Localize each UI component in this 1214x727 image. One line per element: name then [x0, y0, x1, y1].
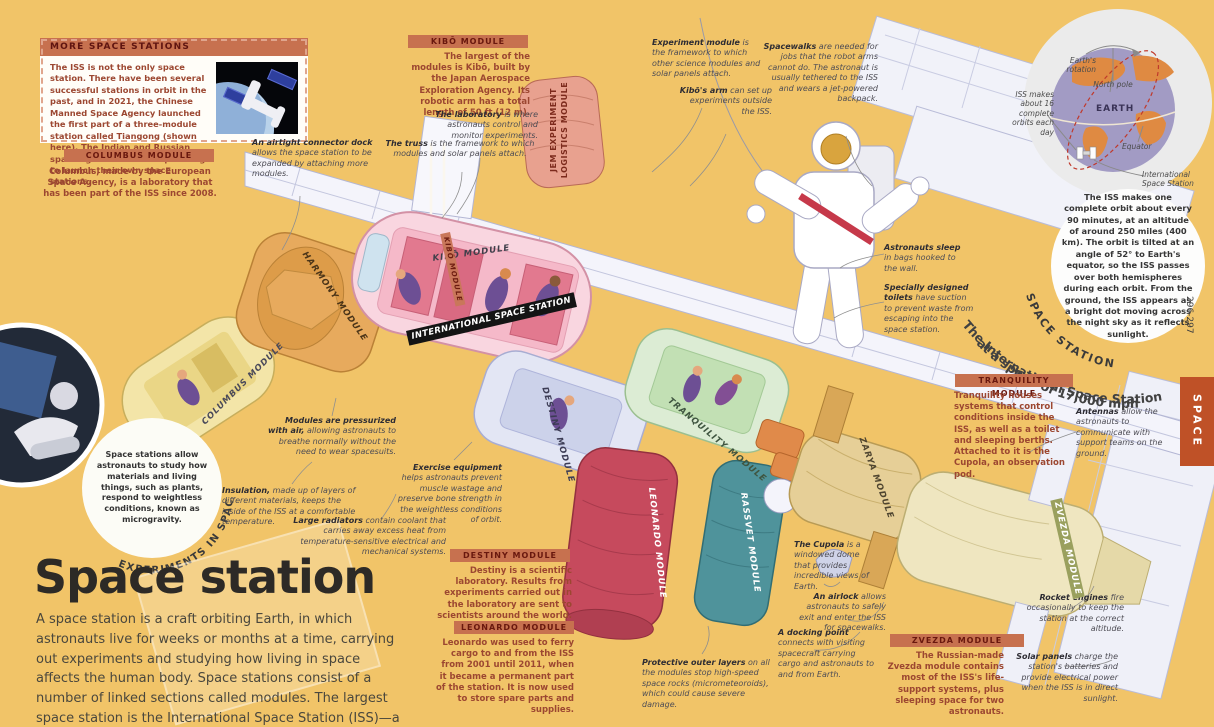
experiments-circle: Space stations allow astronauts to study… — [82, 418, 222, 558]
cupola-dome — [815, 549, 853, 578]
callout-insulation: Insulation, made up of layers of differe… — [222, 486, 356, 527]
destiny-module — [473, 350, 648, 479]
destiny-box-title: DESTINY MODULE — [450, 549, 570, 562]
callout-experiment-module: Experiment module is the framework to wh… — [652, 38, 761, 79]
north-pole-label: North pole — [1093, 80, 1133, 89]
kibo-box-title: KIBŌ MODULE — [408, 35, 528, 48]
callout-solar-panels: Solar panels charge the station's batter… — [1016, 652, 1118, 703]
callout-exercise: Exercise equipment helps astronauts prev… — [397, 463, 502, 524]
section-tab-space: SPACE — [1180, 377, 1214, 466]
tiangong-photo — [216, 62, 298, 134]
iss-diagram-label: International Space Station — [1142, 170, 1194, 189]
tranquility-box-body: Tranquility houses systems that control … — [954, 391, 1065, 480]
callout-rocket-engines: Rocket engines fire occasionally to keep… — [1026, 593, 1124, 634]
callout-docking-point: A docking point connects with visiting s… — [778, 628, 875, 679]
rassvet-module — [693, 459, 787, 627]
callout-airlock: An airlock allows astronauts to safely e… — [799, 592, 886, 633]
kibo-module-cutaway — [351, 211, 592, 364]
iss-orbits-note: ISS makes about 16 complete orbits each … — [1012, 90, 1054, 137]
kibo-box-body: The largest of the modules is Kibō, buil… — [411, 52, 530, 119]
zvezda-box-body: The Russian-made Zvezda module contains … — [887, 651, 1004, 718]
leader-lines — [281, 107, 1113, 667]
equator-label: Equator — [1122, 142, 1152, 151]
columbus-box-title: COLUMBUS MODULE — [64, 149, 214, 162]
callout-kibo-arm: Kibō's arm can set up experiments outsid… — [679, 86, 772, 116]
callout-pressurized: Modules are pressurized with air, allowi… — [268, 416, 396, 457]
tranquility-box-title: TRANQUILITY MODULE — [955, 374, 1073, 398]
jem-logistics-module — [519, 75, 605, 189]
page-intro: A space station is a craft orbiting Eart… — [36, 612, 400, 726]
callout-laboratory: The laboratory is where astronauts contr… — [435, 110, 538, 140]
earth-orbit-diagram — [1024, 9, 1212, 197]
callout-toilets: Specially designed toilets have suction … — [884, 283, 974, 334]
zvezda-box-title: ZVEZDA MODULE — [890, 634, 1024, 647]
astronaut-spacewalk — [699, 17, 930, 349]
earth-rotation-label: Earth's rotation — [1066, 56, 1096, 75]
ribbon-jem-logistics: JEM EXPERIMENT LOGISTICS MODULE — [549, 81, 569, 179]
callout-truss: The truss is the framework to which modu… — [385, 139, 535, 159]
earth-label: EARTH — [1096, 104, 1135, 114]
callout-protective-layers: Protective outer layers on all the modul… — [642, 658, 770, 709]
leonardo-box-title: LEONARDO MODULE — [454, 621, 574, 634]
callout-antennas: Antennas allow the astronauts to communi… — [1076, 407, 1163, 458]
destiny-box-body: Destiny is a scientific laboratory. Resu… — [437, 566, 572, 621]
orbit-circle: The ISS makes one complete orbit about e… — [1051, 189, 1205, 343]
callout-spacewalks: Spacewalks are needed for jobs that the … — [763, 42, 878, 103]
tranquility-module — [624, 328, 790, 454]
page-title: Space station — [34, 550, 376, 604]
callout-connector-dock: An airtight connector dock allows the sp… — [252, 138, 373, 179]
more-space-stations-title: MORE SPACE STATIONS — [40, 38, 308, 56]
callout-radiators: Large radiators contain coolant that car… — [293, 516, 446, 557]
columbus-box-body: Columbus, made by the European Space Age… — [43, 167, 217, 200]
columbus-module — [121, 316, 276, 450]
harmony-module — [235, 232, 391, 373]
leonardo-module — [562, 447, 679, 640]
page-number: 296-297 — [1184, 296, 1194, 334]
leonardo-box-body: Leonardo was used to ferry cargo to and … — [435, 638, 574, 716]
callout-cupola: The Cupola is a windowed dome that provi… — [794, 540, 869, 591]
astronaut-photo — [0, 322, 105, 488]
callout-astronauts-sleep: Astronauts sleep in bags hooked to the w… — [884, 243, 961, 273]
more-space-stations-box: MORE SPACE STATIONS The ISS is not the o… — [40, 38, 308, 186]
zarya-module — [788, 385, 922, 590]
iss-icon — [1076, 146, 1097, 160]
